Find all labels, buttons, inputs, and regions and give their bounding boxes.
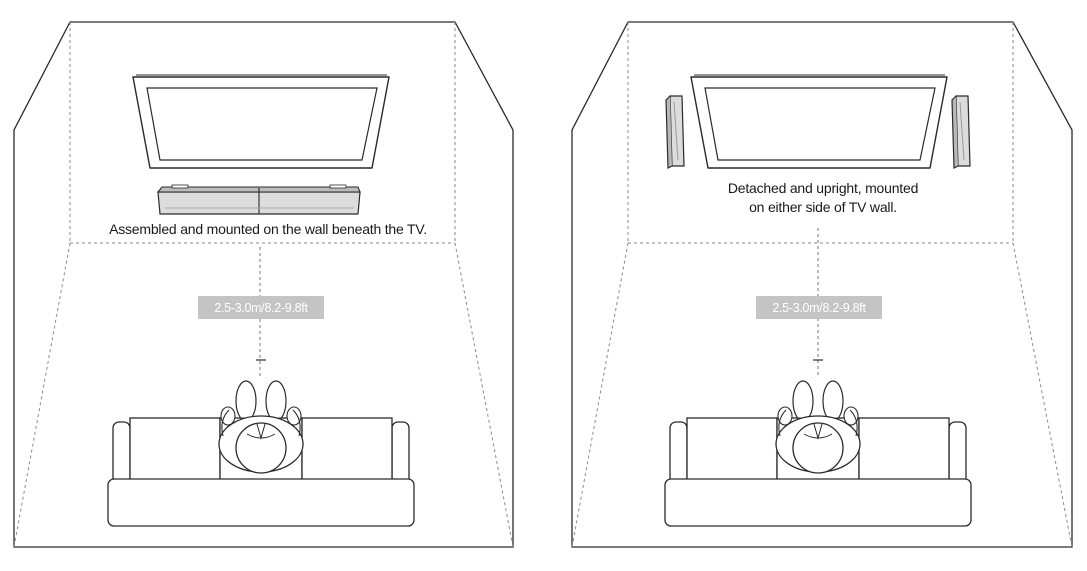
- speaker-icon-right: [951, 95, 971, 169]
- room-perspective-lines: [13, 22, 514, 548]
- sofa-icon: [107, 359, 415, 527]
- panel-caption-line-2: on either side of TV wall.: [749, 199, 897, 215]
- distance-label: 2.5-3.0m/8.2-9.8ft: [214, 301, 308, 315]
- speaker-icon-left: [665, 95, 685, 169]
- distance-indicator: 2.5-3.0m/8.2-9.8ft: [756, 228, 882, 378]
- panel-left: Assembled and mounted on the wall beneat…: [13, 21, 514, 548]
- distance-indicator: 2.5-3.0m/8.2-9.8ft: [198, 247, 324, 378]
- sofa-icon: [664, 359, 972, 527]
- tv-screen-icon: [690, 74, 948, 169]
- panel-caption-line-1: Detached and upright, mounted: [728, 180, 918, 196]
- room-perspective-lines: [571, 22, 1073, 548]
- tv-screen-icon: [132, 74, 390, 169]
- distance-label-box: [198, 296, 324, 319]
- panel-right: Detached and upright, mounted on either …: [571, 21, 1073, 548]
- panel-caption: Assembled and mounted on the wall beneat…: [109, 221, 427, 237]
- soundbar-icon: [156, 184, 361, 215]
- distance-label-box: [756, 296, 882, 319]
- distance-label: 2.5-3.0m/8.2-9.8ft: [772, 301, 866, 315]
